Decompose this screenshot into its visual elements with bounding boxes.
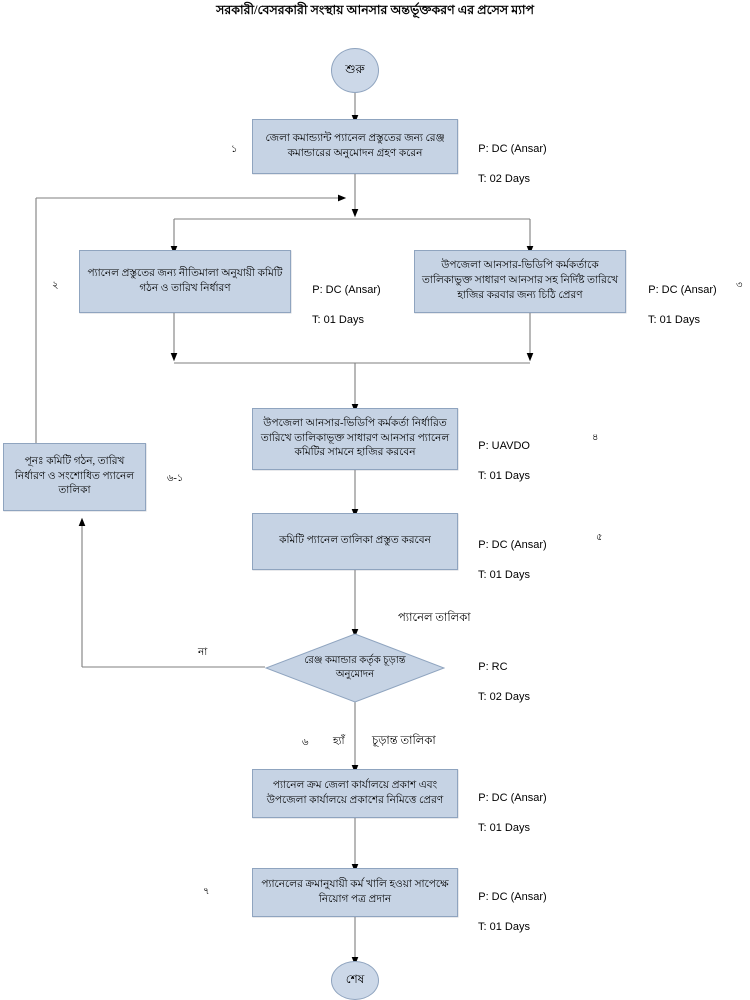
process-node-3: উপজেলা আনসার-ভিডিপি কর্মকর্তাকে তালিকাভু… — [414, 250, 626, 313]
step-number-1: ১ — [231, 144, 238, 155]
page-title: সরকারী/বেসরকারী সংস্থায় আনসার অন্তর্ভূক… — [216, 3, 534, 17]
process-node-4-meta: P: UAVDO T: 01 Days — [466, 424, 530, 498]
step-number-3: ৩ — [736, 280, 743, 291]
decision-node-6-time: T: 02 Days — [478, 690, 530, 703]
process-node-3-person: P: DC (Ansar) — [648, 283, 717, 296]
start-label: শুরু — [345, 61, 365, 76]
process-node-7-text: প্যানেল ক্রম জেলা কার্যালয়ে প্রকাশ এবং … — [266, 779, 444, 806]
step-number-6-1: ৬-১ — [167, 473, 184, 484]
edge-label-yes: হ্যাঁ — [333, 736, 345, 747]
decision-node-6-person: P: RC — [478, 660, 508, 673]
process-node-7: প্যানেল ক্রম জেলা কার্যালয়ে প্রকাশ এবং … — [252, 769, 458, 818]
process-node-3-meta: P: DC (Ansar) T: 01 Days — [636, 268, 717, 342]
edge-label-no: না — [198, 647, 208, 658]
process-node-4-person: P: UAVDO — [478, 439, 530, 452]
decision-node-6-meta: P: RC T: 02 Days — [466, 645, 530, 719]
process-node-3-time: T: 01 Days — [648, 313, 700, 326]
process-node-4-text: উপজেলা আনসার-ভিডিপি কর্মকর্তা নির্ধারিত … — [260, 417, 450, 459]
step-number-2: ২ — [52, 280, 59, 291]
process-node-1-person: P: DC (Ansar) — [478, 142, 547, 155]
process-node-7-meta: P: DC (Ansar) T: 01 Days — [466, 776, 547, 850]
process-node-1-meta: P: DC (Ansar) T: 02 Days — [466, 127, 547, 201]
process-node-8-time: T: 01 Days — [478, 920, 530, 933]
process-node-2-text: প্যানেল প্রস্তুতের জন্য নীতিমালা অনুযায়… — [87, 267, 283, 294]
step-number-5: ৫ — [596, 532, 603, 543]
decision-node-6: রেঞ্জ কমান্ডার কর্তৃক চূড়ান্ত অনুমোদন — [265, 633, 445, 703]
process-node-8-text: প্যানেলের ক্রমানুযায়ী কর্ম খালি হওয়া স… — [261, 878, 449, 905]
decision-node-6-text: রেঞ্জ কমান্ডার কর্তৃক চূড়ান্ত অনুমোদন — [304, 655, 406, 680]
start-terminator: শুরু — [331, 48, 379, 93]
process-node-2: প্যানেল প্রস্তুতের জন্য নীতিমালা অনুযায়… — [79, 250, 291, 313]
process-node-4: উপজেলা আনসার-ভিডিপি কর্মকর্তা নির্ধারিত … — [252, 408, 458, 470]
process-node-7-person: P: DC (Ansar) — [478, 791, 547, 804]
process-node-1-time: T: 02 Days — [478, 172, 530, 185]
process-node-5-time: T: 01 Days — [478, 568, 530, 581]
process-node-2-meta: P: DC (Ansar) T: 01 Days — [300, 268, 381, 342]
end-label: শেষ — [345, 971, 365, 986]
process-node-7-time: T: 01 Days — [478, 821, 530, 834]
process-node-6-1-text: পূনঃ কমিটি গঠন, তারিখ নির্ধারণ ও সংশোধিত… — [14, 455, 135, 497]
process-node-5-meta: P: DC (Ansar) T: 01 Days — [466, 523, 547, 597]
step-number-7: ৭ — [203, 886, 210, 897]
flow-label-panel-list: প্যানেল তালিকা — [398, 612, 471, 624]
process-node-4-time: T: 01 Days — [478, 469, 530, 482]
step-number-4: ৪ — [592, 432, 599, 443]
process-node-5-text: কমিটি প্যানেল তালিকা প্রস্তুত করবেন — [279, 535, 431, 547]
process-node-6-1-rework: পূনঃ কমিটি গঠন, তারিখ নির্ধারণ ও সংশোধিত… — [3, 443, 146, 511]
process-node-8-meta: P: DC (Ansar) T: 01 Days — [466, 875, 547, 949]
end-terminator: শেষ — [331, 961, 379, 1000]
process-node-8-person: P: DC (Ansar) — [478, 890, 547, 903]
process-node-3-text: উপজেলা আনসার-ভিডিপি কর্মকর্তাকে তালিকাভু… — [422, 260, 618, 301]
process-node-1-text: জেলা কমান্ড্যান্ট প্যানেল প্রস্তুতের জন্… — [265, 132, 445, 159]
process-node-1: জেলা কমান্ড্যান্ট প্যানেল প্রস্তুতের জন্… — [252, 119, 458, 174]
process-node-5: কমিটি প্যানেল তালিকা প্রস্তুত করবেন — [252, 513, 458, 570]
step-number-6: ৬ — [302, 737, 309, 748]
process-node-2-time: T: 01 Days — [312, 313, 364, 326]
process-node-5-person: P: DC (Ansar) — [478, 538, 547, 551]
process-node-8: প্যানেলের ক্রমানুযায়ী কর্ম খালি হওয়া স… — [252, 868, 458, 917]
flow-label-final-list: চূড়ান্ত তালিকা — [372, 735, 436, 747]
process-node-2-person: P: DC (Ansar) — [312, 283, 381, 296]
